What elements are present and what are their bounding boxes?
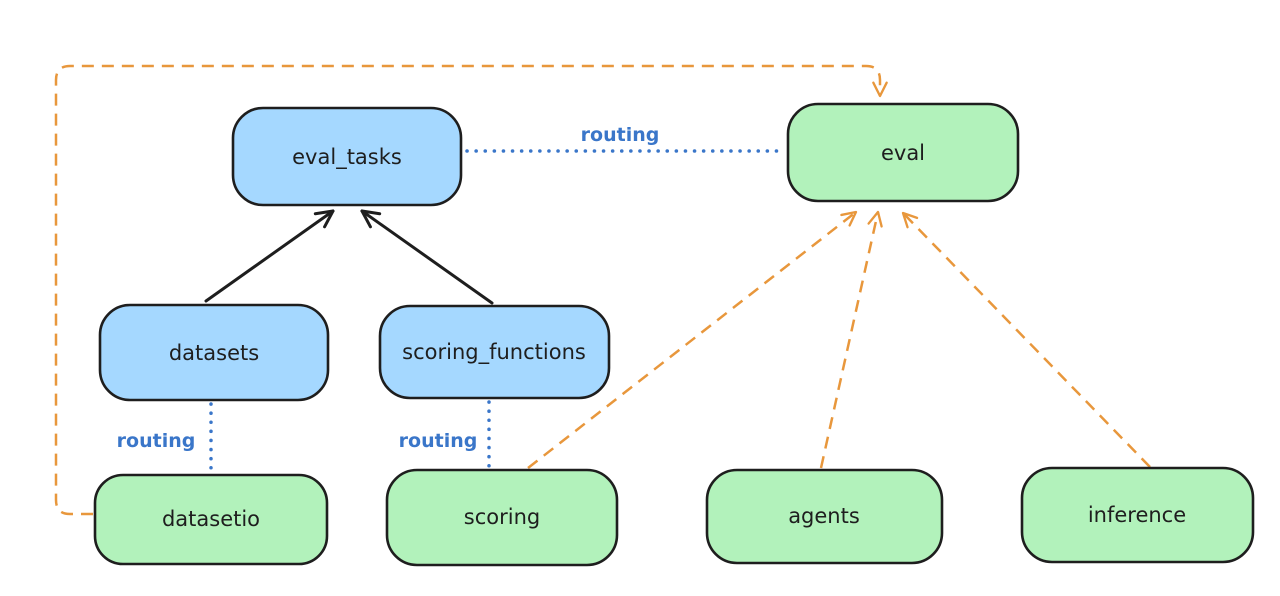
- node-datasets-box: [98, 303, 330, 402]
- node-scoring-functions-label: scoring_functions: [402, 340, 586, 365]
- node-eval-tasks-label: eval_tasks: [292, 145, 402, 170]
- node-datasets: datasets: [98, 303, 330, 402]
- routing-label-scoring-functions-scoring: routing: [399, 430, 478, 452]
- edge-datasets-to-eval-tasks: [204, 209, 335, 303]
- node-agents-label: agents: [788, 504, 860, 528]
- node-scoring-functions: scoring_functions: [378, 304, 611, 400]
- node-eval: eval: [786, 102, 1020, 203]
- node-eval-label: eval: [881, 141, 925, 165]
- node-inference-box: [1020, 466, 1255, 564]
- node-agents-box: [705, 468, 944, 565]
- nodes: eval_tasks eval datasets scoring_functio…: [93, 102, 1255, 567]
- node-agents: agents: [705, 468, 944, 565]
- node-datasetio-box: [93, 473, 329, 566]
- node-scoring: scoring: [385, 468, 619, 567]
- node-inference: inference: [1020, 466, 1255, 564]
- node-eval-tasks: eval_tasks: [231, 106, 463, 207]
- edge-scoring-to-eval: [527, 210, 858, 469]
- node-datasetio-label: datasetio: [162, 507, 260, 531]
- node-scoring-box: [385, 468, 619, 567]
- edge-scoring-functions-to-eval-tasks: [360, 209, 494, 305]
- node-eval-box: [786, 102, 1020, 203]
- node-scoring-functions-box: [378, 304, 611, 400]
- node-eval-tasks-box: [231, 106, 463, 207]
- routing-label-datasets-datasetio: routing: [117, 430, 196, 452]
- edges: [54, 64, 1151, 516]
- routing-label-eval-tasks-eval: routing: [581, 124, 660, 146]
- edge-agents-to-eval: [819, 210, 883, 469]
- edge-labels: routing routing routing: [117, 124, 660, 452]
- node-datasetio: datasetio: [93, 473, 329, 566]
- node-scoring-label: scoring: [464, 505, 540, 529]
- node-datasets-label: datasets: [169, 341, 259, 365]
- node-inference-label: inference: [1088, 503, 1186, 527]
- edge-inference-to-eval: [901, 211, 1151, 468]
